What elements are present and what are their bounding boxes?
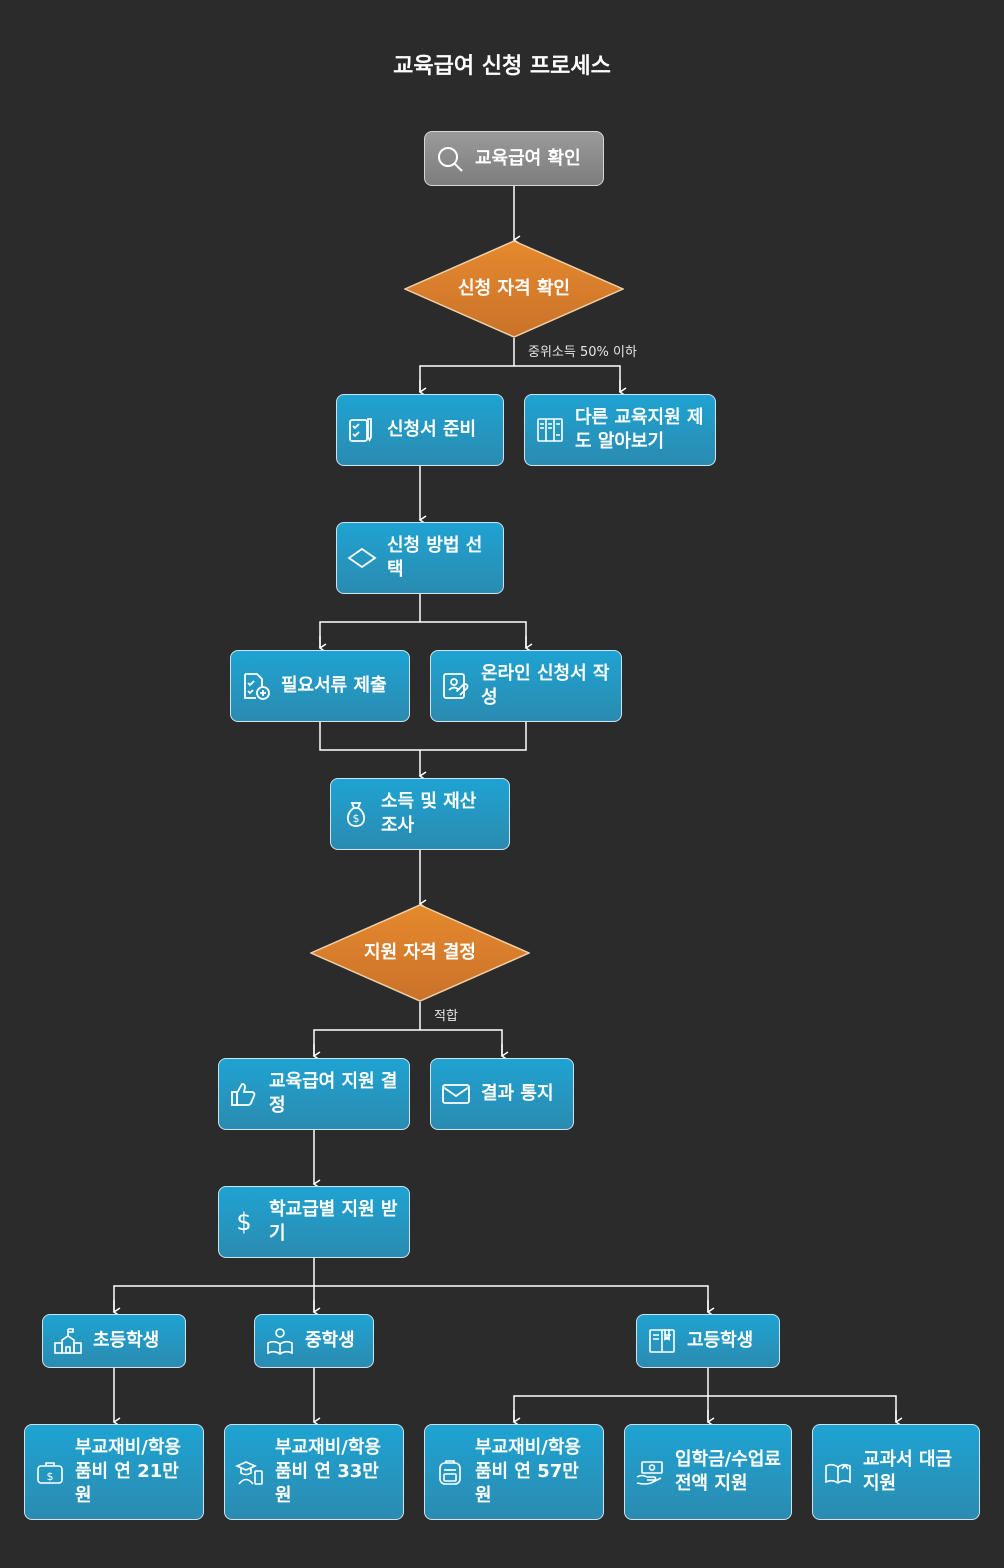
open-book-icon bbox=[823, 1457, 853, 1487]
textbook-icon bbox=[647, 1326, 677, 1356]
node-label: 중학생 bbox=[305, 1330, 355, 1351]
dollar-icon: $ bbox=[229, 1207, 259, 1237]
svg-text:$: $ bbox=[47, 1470, 54, 1483]
decision-label: 지원 자격 결정 bbox=[364, 942, 476, 963]
node-label: 필요서류 제출 bbox=[281, 675, 387, 696]
node-check[interactable]: 교육급여 확인 bbox=[424, 131, 604, 186]
node-textbook[interactable]: 교과서 대금 지원 bbox=[812, 1424, 980, 1520]
node-middle-support[interactable]: 부교재비/학용품비 연 33만원 bbox=[224, 1424, 404, 1520]
school-icon bbox=[53, 1326, 83, 1356]
node-bylevel[interactable]: $ 학교급별 지원 받기 bbox=[218, 1186, 410, 1258]
node-elem[interactable]: 초등학생 bbox=[42, 1314, 186, 1368]
node-label: 학교급별 지원 받기 bbox=[269, 1199, 398, 1244]
node-method[interactable]: 신청 방법 선택 bbox=[336, 522, 504, 594]
edge-label-suitable: 적합 bbox=[434, 1009, 458, 1024]
node-other[interactable]: 다른 교육지원 제도 알아보기 bbox=[524, 394, 716, 466]
node-tuition[interactable]: 입학금/수업료 전액 지원 bbox=[624, 1424, 792, 1520]
node-label: 교육급여 지원 결정 bbox=[269, 1071, 398, 1116]
edge-bylevel-split bbox=[113, 1258, 709, 1312]
graduate-phone-icon bbox=[235, 1457, 265, 1487]
node-label: 교육급여 확인 bbox=[475, 147, 581, 169]
node-high-support[interactable]: 부교재비/학용품비 연 57만원 bbox=[424, 1424, 604, 1520]
search-icon bbox=[435, 144, 465, 174]
decision-eligibility[interactable]: 신청 자격 확인 bbox=[403, 240, 625, 338]
edge-decide-split bbox=[313, 1002, 503, 1056]
node-prepare[interactable]: 신청서 준비 bbox=[336, 394, 504, 466]
edge-merge-survey bbox=[319, 722, 527, 776]
thumbs-up-icon bbox=[229, 1079, 259, 1109]
id-card-link-icon bbox=[441, 671, 471, 701]
node-label: 신청 방법 선택 bbox=[387, 535, 483, 580]
diamond-shape bbox=[403, 240, 625, 338]
edge-high-split bbox=[513, 1368, 897, 1422]
node-label: 초등학생 bbox=[93, 1330, 160, 1351]
cash-hand-icon bbox=[635, 1457, 665, 1487]
document-plus-icon bbox=[241, 671, 271, 701]
wallet-dollar-icon: $ bbox=[35, 1457, 65, 1487]
node-label: 부교재비/학용품비 연 21만원 bbox=[75, 1437, 181, 1506]
money-bag-icon: $ bbox=[341, 799, 371, 829]
node-label: 부교재비/학용품비 연 33만원 bbox=[275, 1437, 381, 1506]
node-high[interactable]: 고등학생 bbox=[636, 1314, 780, 1368]
node-survey[interactable]: $ 소득 및 재산 조사 bbox=[330, 778, 510, 850]
node-approved[interactable]: 교육급여 지원 결정 bbox=[218, 1058, 410, 1130]
envelope-icon bbox=[441, 1079, 471, 1109]
node-label: 다른 교육지원 제도 알아보기 bbox=[575, 407, 704, 452]
diamond-shape bbox=[309, 904, 531, 1002]
decision-decide[interactable]: 지원 자격 결정 bbox=[309, 904, 531, 1002]
node-label: 결과 통지 bbox=[481, 1083, 554, 1104]
node-notify[interactable]: 결과 통지 bbox=[430, 1058, 574, 1130]
node-middle[interactable]: 중학생 bbox=[254, 1314, 374, 1368]
bookshelf-icon bbox=[535, 415, 565, 445]
node-label: 입학금/수업료 전액 지원 bbox=[675, 1449, 781, 1494]
diamond-icon bbox=[347, 543, 377, 573]
node-label: 신청서 준비 bbox=[387, 419, 477, 440]
node-label: 고등학생 bbox=[687, 1330, 754, 1351]
svg-text:$: $ bbox=[353, 812, 360, 825]
decision-label: 신청 자격 확인 bbox=[458, 278, 570, 299]
node-docs[interactable]: 필요서류 제출 bbox=[230, 650, 410, 722]
student-reading-icon bbox=[265, 1326, 295, 1356]
diagram-title: 교육급여 신청 프로세스 bbox=[393, 54, 611, 79]
node-elem-support[interactable]: $ 부교재비/학용품비 연 21만원 bbox=[24, 1424, 204, 1520]
checklist-pen-icon bbox=[347, 415, 377, 445]
node-online[interactable]: 온라인 신청서 작성 bbox=[430, 650, 622, 722]
backpack-icon bbox=[435, 1457, 465, 1487]
node-label: 부교재비/학용품비 연 57만원 bbox=[475, 1437, 581, 1506]
edge-method-split bbox=[319, 594, 527, 648]
svg-text:$: $ bbox=[236, 1208, 251, 1236]
edge-label-income: 중위소득 50% 이하 bbox=[528, 345, 637, 360]
node-label: 소득 및 재산 조사 bbox=[381, 791, 477, 836]
node-label: 온라인 신청서 작성 bbox=[481, 663, 610, 708]
node-label: 교과서 대금 지원 bbox=[863, 1449, 953, 1494]
